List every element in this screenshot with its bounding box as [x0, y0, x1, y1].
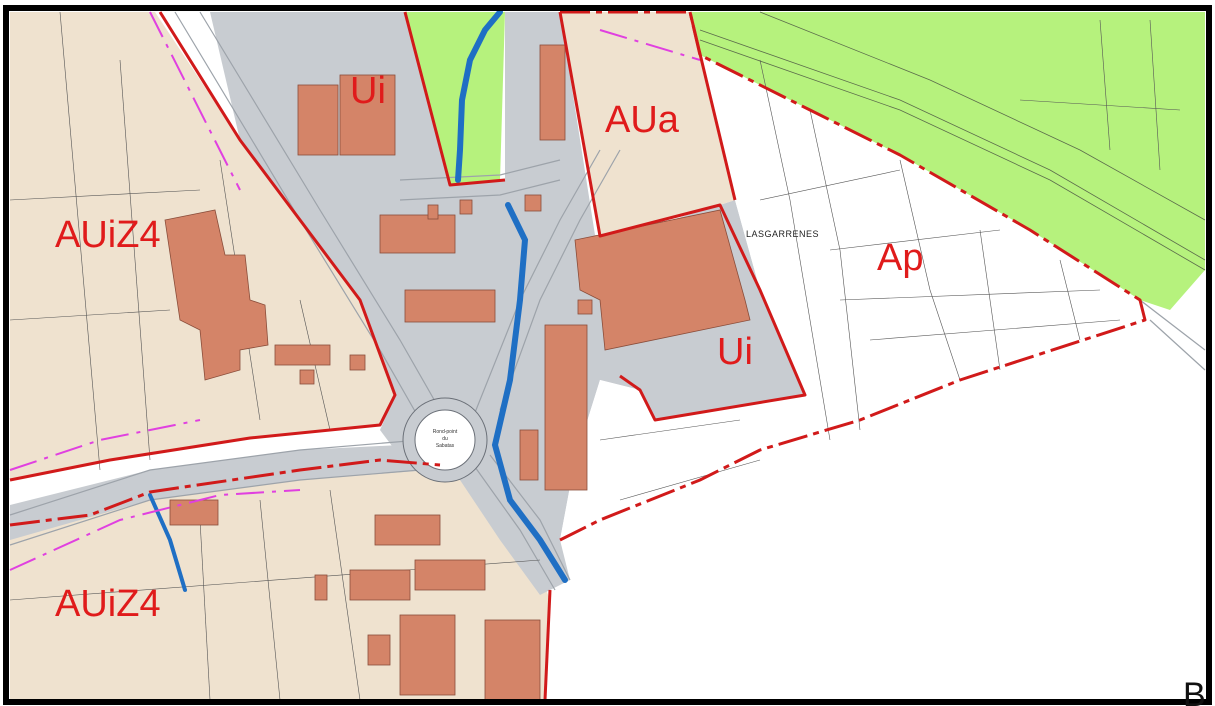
map-frame	[3, 5, 1212, 705]
zone-label-ap: Ap	[877, 237, 923, 279]
zone-label-ui-center: Ui	[717, 331, 753, 373]
railway-lines	[699, 11, 1206, 271]
zone-label-aua: AUa	[605, 99, 680, 141]
place-name-lasgarrenes: LASGARRENES	[746, 229, 819, 239]
zone-label-ui-top: Ui	[350, 70, 386, 112]
zone-label-auiz4-bottom: AUiZ4	[55, 583, 161, 625]
zone-label-auiz4-top: AUiZ4	[55, 214, 161, 256]
zone-agricultural-green	[690, 12, 1205, 310]
zone-ap-area	[560, 55, 1145, 540]
roundabout-label-2: du	[442, 436, 448, 442]
route-dash-lines	[9, 11, 701, 571]
roundabout-label-1: Rond-point	[433, 429, 458, 435]
zone-ui-roadband	[10, 445, 430, 540]
zone-boundaries	[9, 10, 1147, 701]
roundabout: Rond-point du Sabatas	[402, 397, 488, 483]
zone-ui-top-area	[210, 12, 805, 595]
zone-agricultural-green-strip	[405, 12, 505, 185]
panel-letter: B	[1183, 676, 1206, 706]
buildings	[164, 44, 751, 701]
zone-aua-area	[560, 12, 735, 236]
road-network	[9, 11, 1206, 591]
parcel-lines	[9, 11, 1181, 701]
roundabout-label-3: Sabatas	[436, 443, 455, 449]
